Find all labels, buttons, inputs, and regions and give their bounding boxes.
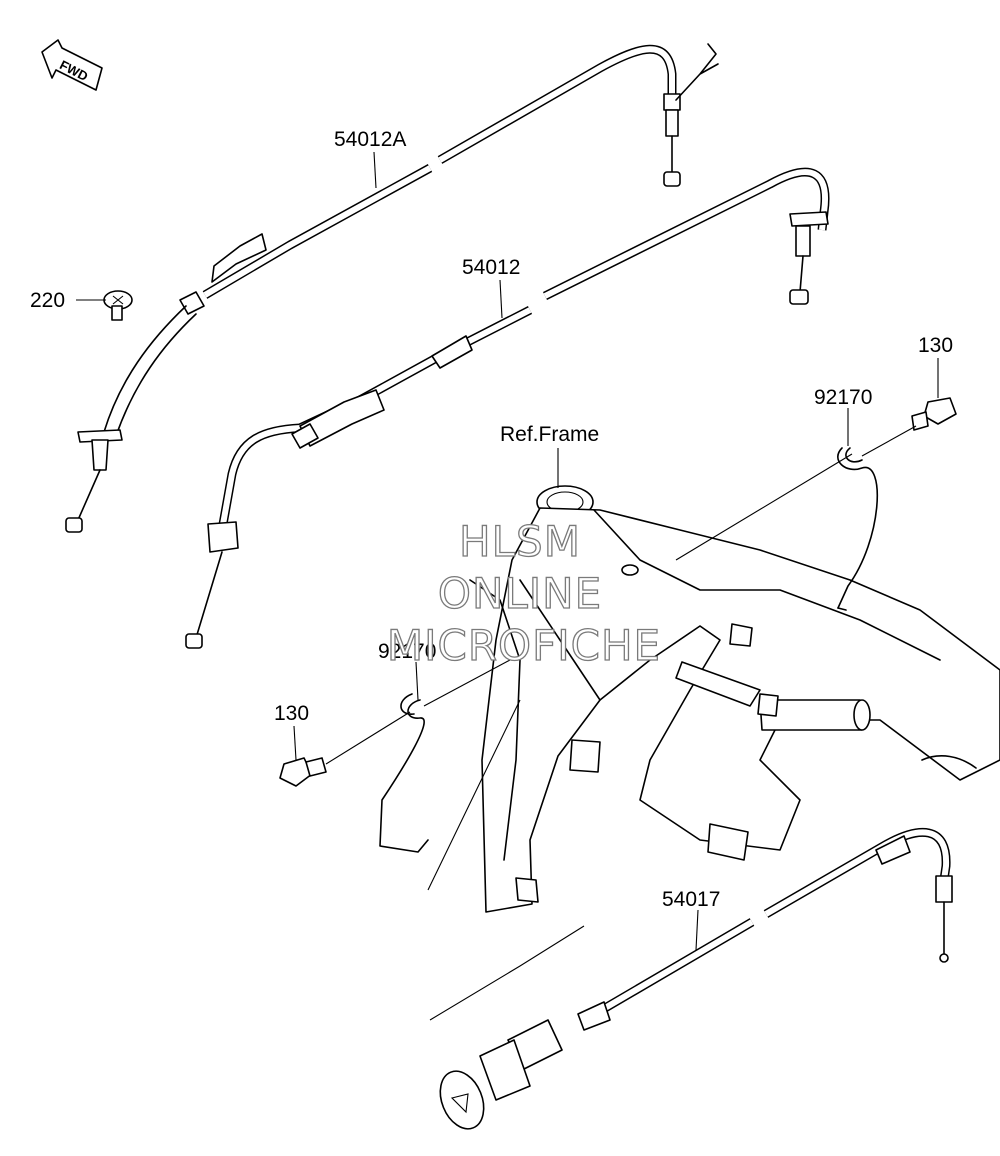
watermark-line-3: MICROFICHE	[387, 621, 661, 670]
choke-cable-54017	[429, 828, 953, 1130]
callout-54012: 54012	[462, 256, 520, 279]
callout-130-lower: 130	[274, 702, 309, 725]
callout-92170-upper: 92170	[814, 386, 872, 409]
callout-54012a: 54012A	[334, 128, 406, 151]
watermark-line-1: HLSM	[459, 517, 581, 566]
callout-92170-lower: 92170	[378, 640, 436, 663]
watermark: HLSM ONLINE MICROFICHE	[386, 516, 661, 670]
watermark-line-2: ONLINE	[438, 569, 602, 618]
clamp-92170-upper	[675, 447, 878, 611]
throttle-cable-54012	[185, 167, 830, 649]
throttle-cable-54012a	[65, 43, 719, 533]
leader-lines	[76, 151, 939, 951]
bolt-130-upper-icon	[861, 397, 957, 457]
callout-54017: 54017	[662, 888, 720, 911]
frame-assembly	[469, 485, 1000, 913]
fwd-arrow-icon: FWD	[41, 39, 103, 91]
callout-220: 220	[30, 289, 65, 312]
clamp-92170-lower	[379, 659, 521, 891]
screw-220-icon	[103, 290, 133, 321]
ref-frame-label: Ref.Frame	[500, 423, 599, 446]
callout-130-upper: 130	[918, 334, 953, 357]
bolt-130-lower-icon	[279, 711, 411, 787]
